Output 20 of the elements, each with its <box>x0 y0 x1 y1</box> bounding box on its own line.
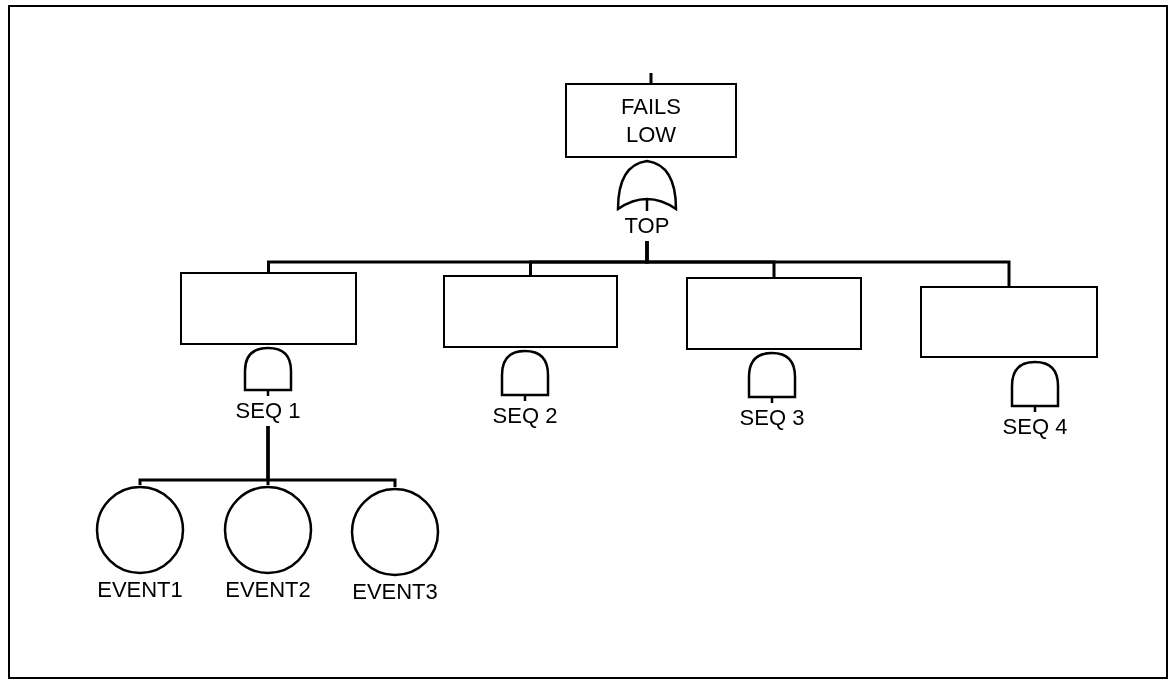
gate-label: SEQ 4 <box>1002 413 1068 441</box>
basic-event-circle <box>223 485 313 575</box>
gate-label: SEQ 3 <box>739 404 805 432</box>
gate-label: TOP <box>624 212 670 240</box>
basic-event-circle <box>350 487 440 577</box>
gate-label: EVENT2 <box>225 576 311 604</box>
connector-line <box>266 426 397 487</box>
gate-label: SEQ 2 <box>492 402 558 430</box>
basic-event-circle <box>95 485 185 575</box>
gate-label: EVENT3 <box>352 578 438 606</box>
empty-event-box <box>920 286 1098 358</box>
event-box <box>565 83 737 158</box>
gate-label: EVENT1 <box>97 576 183 604</box>
empty-event-box <box>180 272 357 345</box>
connector-line <box>649 73 653 83</box>
empty-event-box <box>443 275 618 348</box>
empty-event-box <box>686 277 862 350</box>
event-text: FAILS LOW <box>620 92 682 149</box>
gate-label: SEQ 1 <box>235 397 301 425</box>
connector-line <box>645 241 1011 286</box>
